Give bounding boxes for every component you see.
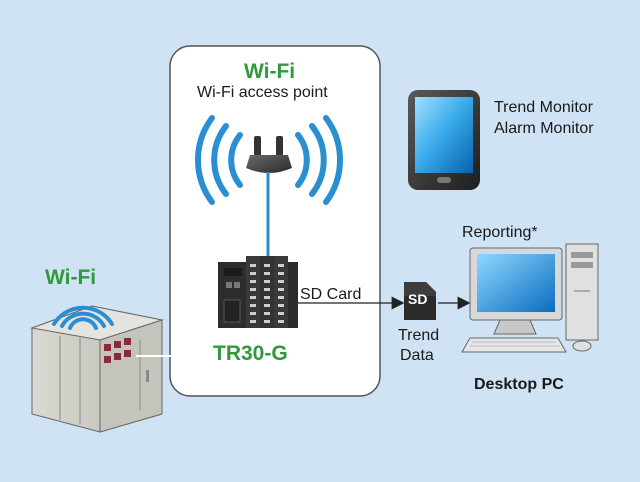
desktop-pc-label: Desktop PC: [474, 376, 564, 393]
panel-subtitle: Wi-Fi access point: [197, 84, 328, 101]
panel-wifi-title: Wi-Fi: [244, 60, 296, 83]
tablet-label-trend: Trend Monitor: [494, 99, 593, 116]
access-point-icon: [246, 136, 292, 173]
recorder-label: TR30-G: [213, 342, 288, 365]
sd-icon-text: SD: [408, 291, 428, 307]
factory-cabinet-icon: [30, 305, 211, 433]
trend-data-line2: Data: [400, 347, 434, 364]
trend-data-line1: Trend: [398, 327, 440, 344]
tablet-label-alarm: Alarm Monitor: [494, 120, 594, 137]
factory-wifi-label: Wi-Fi: [45, 266, 97, 289]
tablet-icon: [408, 90, 480, 190]
factory-wifi-icon: [52, 305, 114, 330]
desktop-pc-icon: [461, 243, 599, 353]
access-point-wifi-icon: [195, 115, 343, 205]
sd-card-icon: [404, 282, 436, 320]
reporting-label: Reporting*: [462, 224, 538, 241]
tr30g-recorder-icon: [218, 256, 298, 328]
sd-card-label: SD Card: [300, 286, 362, 303]
